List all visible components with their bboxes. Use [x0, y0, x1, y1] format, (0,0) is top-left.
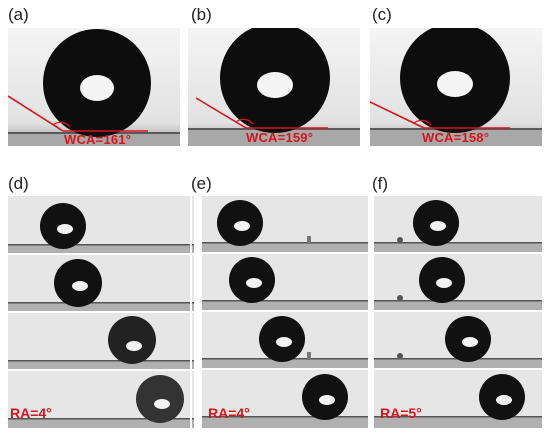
sliding-sequence-e [202, 196, 368, 428]
ra-value-d: RA=4° [10, 405, 52, 421]
panel-label-e: (e) [191, 174, 212, 193]
ra-value-f: RA=5° [380, 405, 422, 421]
panel-label-a: (a) [8, 5, 29, 24]
sliding-sequence-d [8, 196, 194, 428]
contact-angle-image-b [188, 28, 360, 146]
ra-value-e: RA=4° [208, 405, 250, 421]
contact-angle-image-c [370, 28, 542, 146]
panel-label-d: (d) [8, 174, 29, 193]
panel-label-b: (b) [191, 5, 212, 24]
wca-value-b: WCA=159° [246, 130, 314, 145]
wca-value-a: WCA=161° [64, 132, 132, 147]
wca-value-c: WCA=158° [422, 130, 490, 145]
panel-label-f: (f) [372, 174, 389, 193]
contact-angle-image-a [8, 28, 180, 146]
sliding-sequence-f [374, 196, 542, 428]
panel-label-c: (c) [372, 5, 392, 24]
